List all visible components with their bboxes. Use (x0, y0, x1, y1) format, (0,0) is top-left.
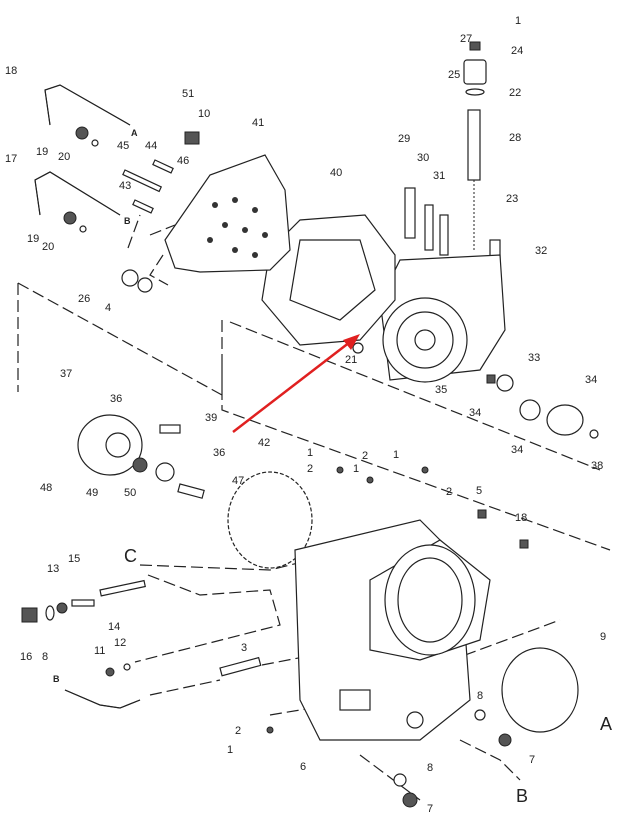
callout: 45 (117, 140, 129, 152)
connector-letter: B (124, 216, 131, 226)
callout: 34 (469, 407, 481, 419)
callout: 6 (300, 761, 306, 773)
callout: 39 (205, 412, 217, 424)
callout: 2 (235, 725, 241, 737)
callout: 8 (477, 690, 483, 702)
callout: 24 (511, 45, 523, 57)
connector-letter: C (124, 546, 137, 566)
callout: 27 (460, 33, 472, 45)
callout: 23 (506, 193, 518, 205)
callout: 13 (47, 563, 59, 575)
callout: 15 (68, 553, 80, 565)
callout: 38 (591, 460, 603, 472)
callout: 1 (515, 15, 521, 27)
callout: 17 (5, 153, 17, 165)
callout: 49 (86, 487, 98, 499)
callout-labels: 1 27 24 25 22 28 29 30 31 23 32 40 41 51… (5, 15, 612, 815)
callout: 1 (353, 463, 359, 475)
gasket-40 (261, 214, 396, 346)
callout: 11 (94, 645, 105, 657)
callout: 3 (241, 642, 247, 654)
callout: 9 (600, 631, 606, 643)
callout: 43 (119, 180, 131, 192)
callout: 33 (528, 352, 540, 364)
callout: 31 (433, 170, 445, 182)
callout: 5 (476, 485, 482, 497)
callout: 25 (448, 69, 460, 81)
oil-lines-17-18 (34, 84, 200, 293)
pump-cover-parts (77, 414, 313, 569)
callout: 14 (108, 621, 120, 633)
callout: 28 (509, 132, 521, 144)
callout: 32 (535, 245, 547, 257)
callout: 2 (362, 450, 368, 462)
callout: 18 (5, 65, 17, 77)
callout: 30 (417, 152, 429, 164)
callout: 2 (307, 463, 313, 475)
callout: 20 (42, 241, 54, 253)
connector-letter: A (600, 714, 612, 734)
callout: 16 (20, 651, 32, 663)
callout: 7 (529, 754, 535, 766)
callout: 10 (198, 108, 210, 120)
callout: 29 (398, 133, 410, 145)
callout: 4 (105, 302, 111, 314)
callout: 51 (182, 88, 194, 100)
right-side-parts (486, 374, 599, 439)
callout: 20 (58, 151, 70, 163)
callout: 36 (110, 393, 122, 405)
callout: 34 (585, 374, 597, 386)
callout: 47 (232, 475, 244, 487)
callout: 42 (258, 437, 270, 449)
transmission-housing-6 (266, 466, 579, 808)
callout: 40 (330, 167, 342, 179)
cover-plate-41 (164, 154, 291, 273)
callout: 44 (145, 140, 157, 152)
pressure-valve-assembly (352, 41, 506, 383)
callout: 8 (427, 762, 433, 774)
callout: 12 (114, 637, 126, 649)
callout: 41 (252, 117, 264, 129)
callout: 22 (509, 87, 521, 99)
callout: 48 (40, 482, 52, 494)
callout: 19 (27, 233, 39, 245)
callout: 1 (227, 744, 233, 756)
callout: 35 (435, 384, 447, 396)
callout: 36 (213, 447, 225, 459)
callout: 18 (515, 512, 527, 524)
connector-letter: B (516, 786, 528, 806)
callout: 1 (393, 449, 399, 461)
left-lower-parts (21, 579, 262, 709)
callout: 2 (446, 486, 452, 498)
callout: 7 (427, 803, 433, 815)
callout: 19 (36, 146, 48, 158)
callout: 21 (345, 354, 357, 366)
callout: 34 (511, 444, 523, 456)
connector-letter: B (53, 674, 60, 684)
assembly-leader-lines (17, 214, 611, 801)
callout: 50 (124, 487, 136, 499)
callout: 8 (42, 651, 48, 663)
callout: 1 (307, 447, 313, 459)
red-indicator-arrow (232, 334, 360, 433)
callout: 37 (60, 368, 72, 380)
callout: 46 (177, 155, 189, 167)
callout: 26 (78, 293, 90, 305)
connector-letter: A (131, 128, 138, 138)
